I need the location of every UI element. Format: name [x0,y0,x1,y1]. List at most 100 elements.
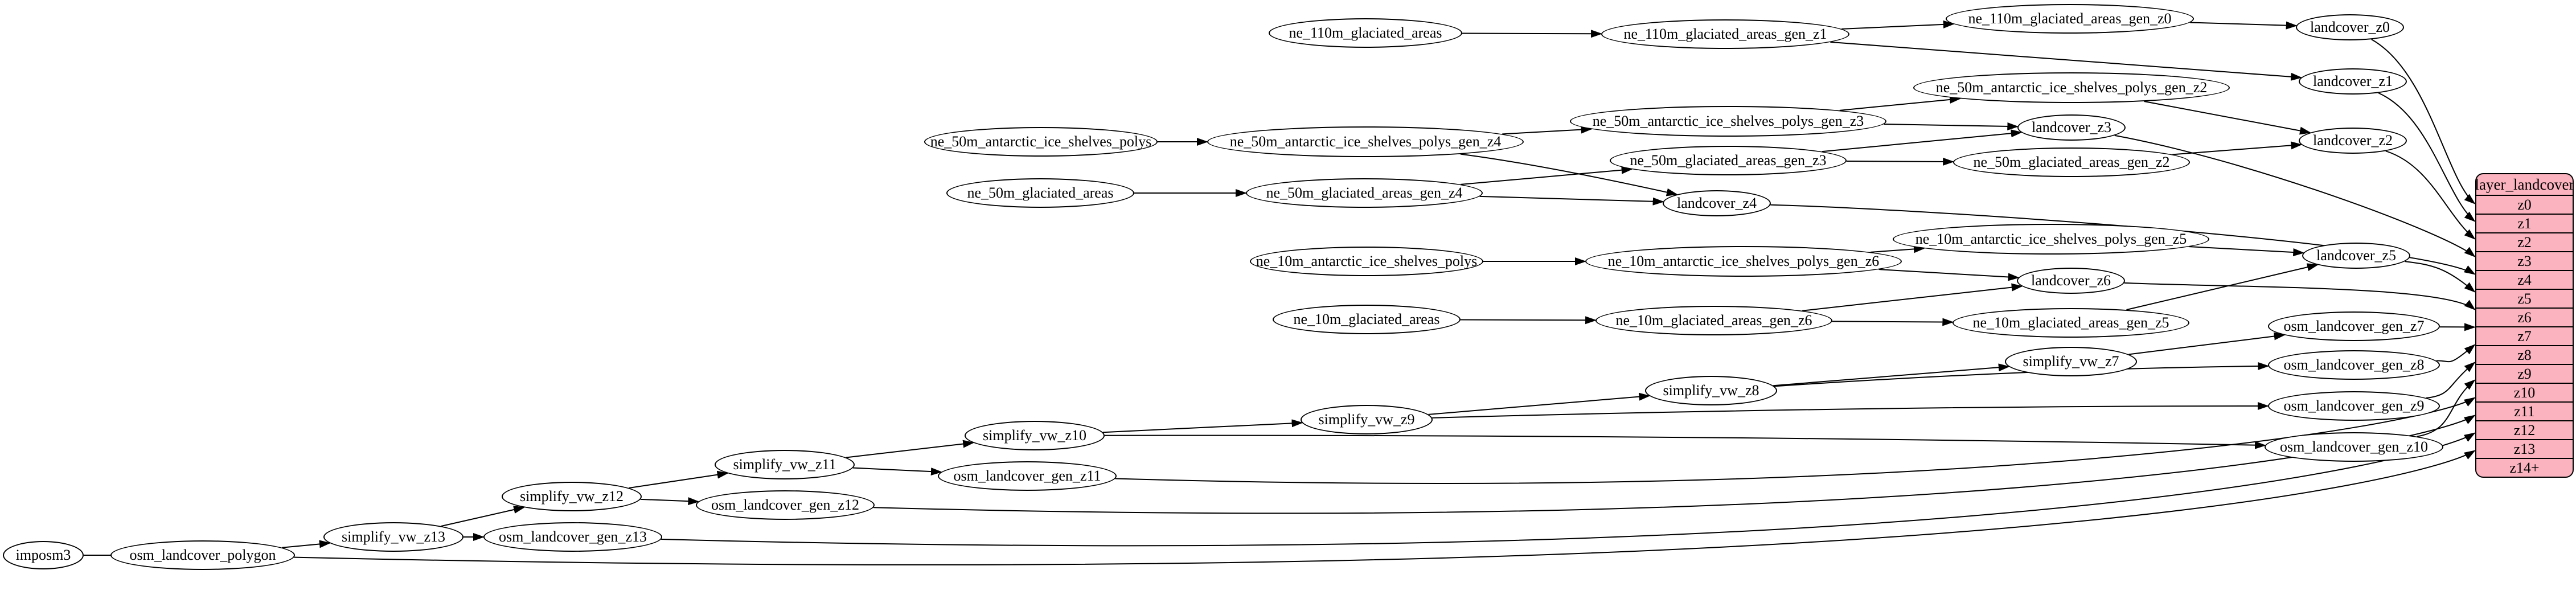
node-osm_landcover_gen_z7: osm_landcover_gen_z7 [2268,311,2440,341]
edge [2114,134,2476,257]
table-row-z7: z7 [2476,326,2573,345]
edge [1839,95,1962,111]
node-ne_50m_antarctic_ice_shelves_polys_gen_z3: ne_50m_antarctic_ice_shelves_polys_gen_z… [1570,106,1886,137]
node-ne_50m_glaciated_areas_gen_z3: ne_50m_glaciated_areas_gen_z3 [1610,146,1847,175]
node-landcover_z6: landcover_z6 [2017,268,2125,294]
edge [846,440,975,458]
node-ne_50m_glaciated_areas_gen_z2: ne_50m_glaciated_areas_gen_z2 [1953,147,2190,177]
edge [2126,263,2319,311]
edge [1502,125,1593,135]
node-landcover_z3: landcover_z3 [2017,114,2126,141]
table-row-z6: z6 [2476,307,2573,326]
node-ne_50m_glaciated_areas: ne_50m_glaciated_areas [946,178,1134,208]
edge [853,467,942,476]
edge [1104,434,2267,449]
edge [2128,332,2286,355]
node-ne_110m_glaciated_areas_gen_z0: ne_110m_glaciated_areas_gen_z0 [1946,4,2194,34]
node-simplify_vw_z8: simplify_vw_z8 [1645,376,1777,405]
node-landcover_z2: landcover_z2 [2299,128,2407,154]
edge [1461,166,1633,185]
node-simplify_vw_z12: simplify_vw_z12 [502,482,642,511]
edge [1822,129,2023,153]
edge [1460,153,1678,196]
node-osm_landcover_gen_z11: osm_landcover_gen_z11 [938,461,1117,491]
node-simplify_vw_z13: simplify_vw_z13 [323,522,463,552]
edge [2172,141,2303,155]
node-landcover_z4: landcover_z4 [1663,190,1771,216]
node-osm_landcover_polygon: osm_landcover_polygon [110,540,295,570]
node-ne_110m_glaciated_areas: ne_110m_glaciated_areas [1269,18,1462,48]
node-ne_10m_glaciated_areas_gen_z5: ne_10m_glaciated_areas_gen_z5 [1952,308,2189,338]
edge [1432,402,2269,419]
edge [2124,282,2476,310]
node-ne_50m_antarctic_ice_shelves_polys: ne_50m_antarctic_ice_shelves_polys [924,127,1158,157]
node-ne_10m_antarctic_ice_shelves_polys_gen_z5: ne_10m_antarctic_ice_shelves_polys_gen_z… [1893,224,2209,255]
edge [2436,344,2476,363]
edge [661,432,2476,547]
edge [1871,245,1925,253]
edge [2189,246,2305,257]
edge [2378,92,2476,222]
table-row-z8: z8 [2476,345,2573,364]
node-ne_10m_glaciated_areas: ne_10m_glaciated_areas [1273,305,1461,334]
node-osm_landcover_gen_z9: osm_landcover_gen_z9 [2268,391,2440,421]
node-simplify_vw_z9: simplify_vw_z9 [1301,405,1433,434]
node-osm_landcover_gen_z10: osm_landcover_gen_z10 [2265,432,2443,462]
node-osm_landcover_gen_z8: osm_landcover_gen_z8 [2268,350,2440,380]
edge [1428,392,1651,415]
node-ne_10m_antarctic_ice_shelves_polys_gen_z6: ne_10m_antarctic_ice_shelves_polys_gen_z… [1585,246,1902,277]
table-row-z10: z10 [2476,383,2573,401]
node-imposm3: imposm3 [3,541,84,569]
edge [1460,316,1597,325]
edge [1878,269,2020,281]
edge [873,415,2476,514]
node-landcover_z5: landcover_z5 [2302,243,2410,269]
table-row-z9: z9 [2476,364,2573,383]
edge [294,450,2476,565]
edge [441,506,526,527]
node-osm_landcover_gen_z13: osm_landcover_gen_z13 [483,522,662,552]
edge [1479,195,1664,206]
edge [1846,157,1955,166]
node-ne_50m_glaciated_areas_gen_z4: ne_50m_glaciated_areas_gen_z4 [1246,178,1483,208]
node-ne_10m_glaciated_areas_gen_z6: ne_10m_glaciated_areas_gen_z6 [1595,306,1832,335]
edge [2144,101,2311,135]
edge [2405,261,2476,293]
edge [2426,362,2476,399]
edge [640,497,700,506]
node-landcover_z0: landcover_z0 [2296,14,2404,40]
edge [2417,379,2476,437]
node-landcover_z1: landcover_z1 [2299,68,2407,95]
edge [2371,39,2476,204]
table-row-z13: z13 [2476,439,2573,458]
edge [1832,318,1954,326]
node-ne_50m_antarctic_ice_shelves_polys_gen_z2: ne_50m_antarctic_ice_shelves_polys_gen_z… [1913,72,2230,103]
edge [1884,122,2019,130]
node-simplify_vw_z7: simplify_vw_z7 [2005,347,2137,376]
node-simplify_vw_z11: simplify_vw_z11 [715,450,855,479]
table-row-z1: z1 [2476,214,2573,232]
edge [1830,41,2303,81]
edge [2385,150,2476,240]
table-row-z0: z0 [2476,195,2573,214]
edge [1802,283,2023,311]
node-ne_110m_glaciated_areas_gen_z1: ne_110m_glaciated_areas_gen_z1 [1601,19,1849,49]
table-row-z2: z2 [2476,232,2573,251]
edge [1841,20,1955,30]
edge [1102,419,1303,433]
node-simplify_vw_z10: simplify_vw_z10 [965,421,1105,450]
edge [2190,21,2298,30]
node-ne_50m_antarctic_ice_shelves_polys_gen_z4: ne_50m_antarctic_ice_shelves_polys_gen_z… [1207,126,1524,157]
node-osm_landcover_gen_z12: osm_landcover_gen_z12 [696,490,875,520]
table-row-z5: z5 [2476,289,2573,307]
node-ne_10m_antarctic_ice_shelves_polys: ne_10m_antarctic_ice_shelves_polys [1250,247,1483,276]
edge [629,470,729,489]
edge [282,540,331,548]
table-header: layer_landcover [2475,175,2574,193]
table-row-z4: z4 [2476,270,2573,289]
table-row-z3: z3 [2476,251,2573,270]
table-row-z11: z11 [2476,401,2573,420]
edge [1773,363,2010,387]
